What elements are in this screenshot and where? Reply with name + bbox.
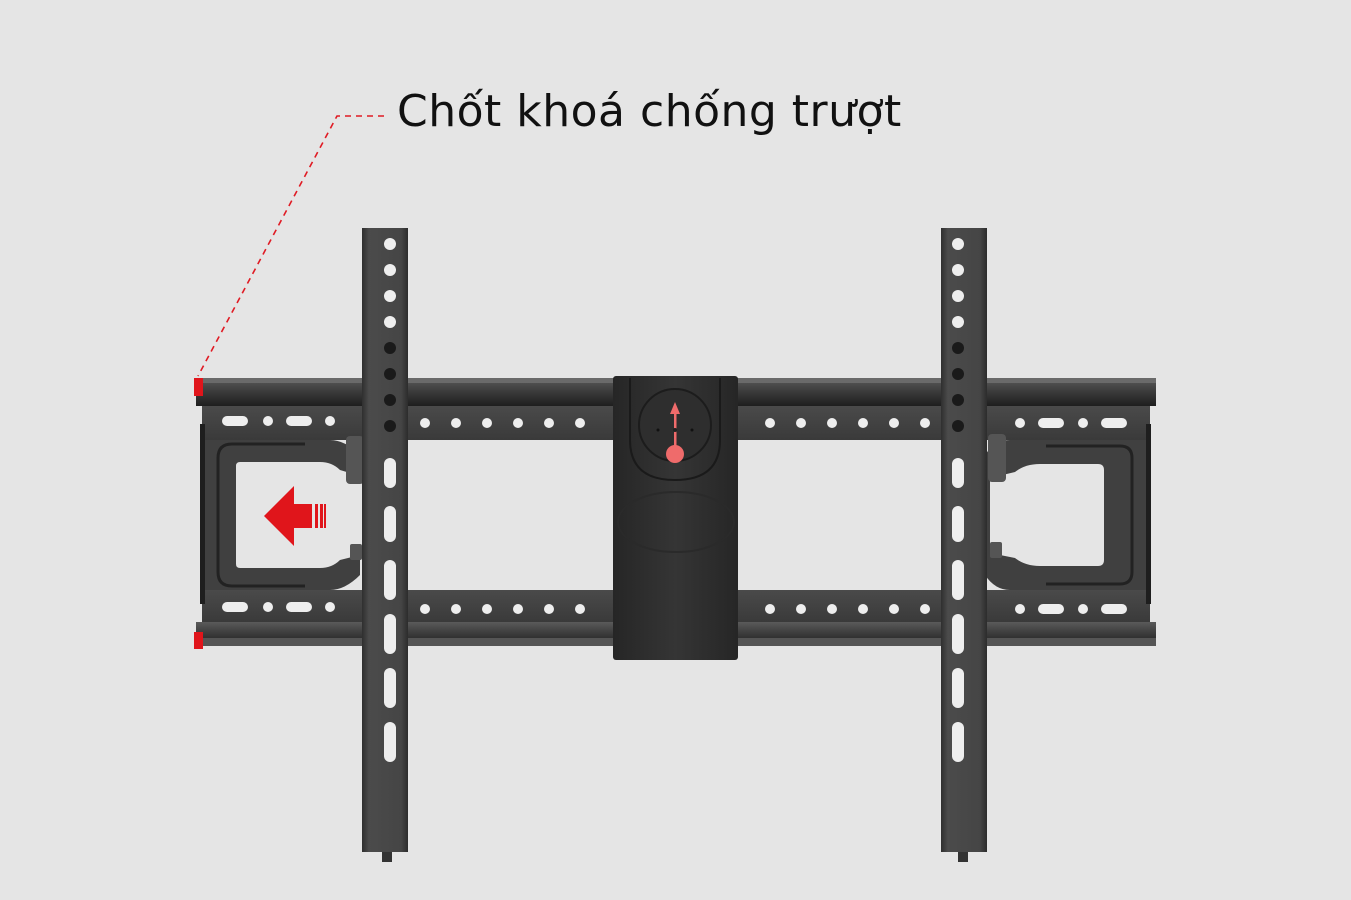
tilt-clamps: [346, 434, 1006, 560]
left-vertical-arm: [362, 228, 408, 862]
right-vertical-arm: [941, 228, 987, 862]
anti-slip-lock-pins: [194, 378, 203, 649]
anti-slip-lock-label: Chốt khoá chống trượt: [397, 86, 902, 137]
arrow-left-icon: [264, 486, 326, 546]
needle-dial-icon: [656, 402, 694, 463]
callout-leader-line: [197, 115, 384, 377]
